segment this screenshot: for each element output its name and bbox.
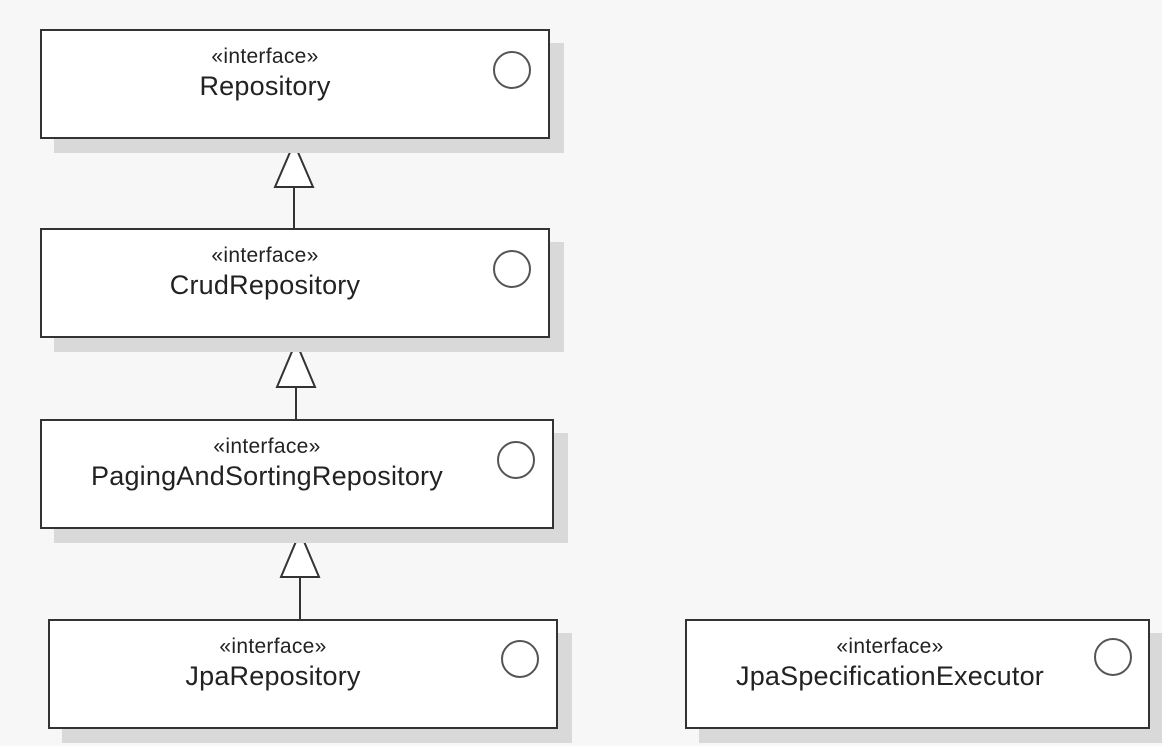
generalization-edge	[273, 140, 315, 228]
stereotype-label: «interface»	[211, 244, 319, 267]
interface-circle-icon	[493, 51, 531, 89]
interface-name: JpaRepository	[185, 661, 361, 691]
interface-circle-icon	[1094, 638, 1132, 676]
stereotype-label: «interface»	[211, 45, 319, 68]
interface-circle-icon	[497, 441, 535, 479]
interface-paging-and-sorting-repository[interactable]: «interface» PagingAndSortingRepository	[40, 419, 554, 529]
hollow-triangle-arrow-icon	[273, 140, 315, 188]
stereotype-label: «interface»	[836, 635, 944, 658]
interface-jpa-repository[interactable]: «interface» JpaRepository	[48, 619, 558, 729]
interface-jpa-specification-executor[interactable]: «interface» JpaSpecificationExecutor	[685, 619, 1150, 729]
stereotype-label: «interface»	[219, 635, 327, 658]
interface-name: PagingAndSortingRepository	[91, 461, 443, 491]
interface-repository[interactable]: «interface» Repository	[40, 29, 550, 139]
interface-name: Repository	[199, 71, 331, 101]
interface-name: CrudRepository	[169, 270, 361, 300]
generalization-edge	[275, 339, 317, 419]
interface-circle-icon	[501, 640, 539, 678]
interface-circle-icon	[493, 250, 531, 288]
interface-crud-repository[interactable]: «interface» CrudRepository	[40, 228, 550, 338]
stereotype-label: «interface»	[213, 435, 321, 458]
interface-name: JpaSpecificationExecutor	[736, 661, 1044, 691]
generalization-edge	[279, 529, 321, 619]
hollow-triangle-arrow-icon	[279, 529, 321, 578]
hollow-triangle-arrow-icon	[275, 339, 317, 388]
